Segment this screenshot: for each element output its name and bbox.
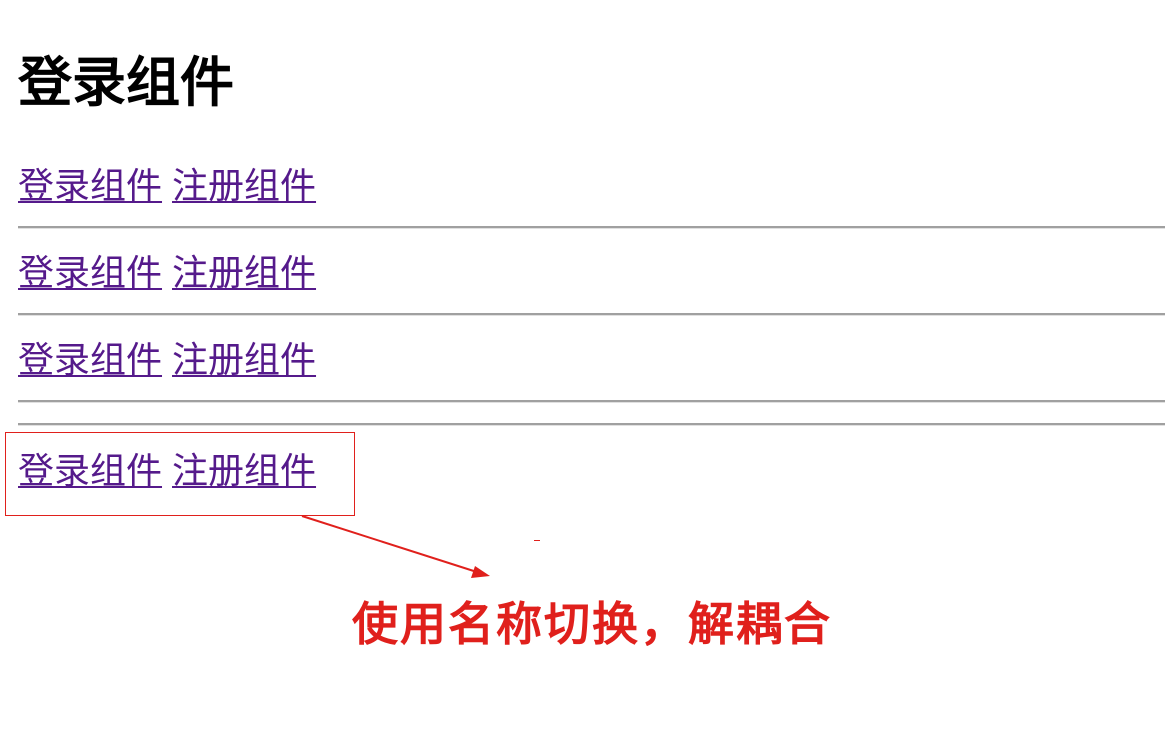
register-component-link[interactable]: 注册组件 [172,253,317,294]
annotation-arrow-icon [301,515,490,578]
divider [18,226,1165,229]
divider [18,400,1165,403]
nav-row-1: 登录组件注册组件 [18,165,316,209]
page-title: 登录组件 [18,51,234,114]
register-component-link[interactable]: 注册组件 [172,340,317,381]
register-component-link[interactable]: 注册组件 [172,451,317,492]
login-component-link[interactable]: 登录组件 [18,340,163,381]
login-component-link[interactable]: 登录组件 [18,166,163,207]
nav-row-4: 登录组件注册组件 [18,450,316,494]
annotation-mark [534,540,540,541]
register-component-link[interactable]: 注册组件 [172,166,317,207]
login-component-link[interactable]: 登录组件 [18,253,163,294]
divider [18,313,1165,316]
nav-row-3: 登录组件注册组件 [18,339,316,383]
nav-row-2: 登录组件注册组件 [18,252,316,296]
highlight-box [5,432,355,516]
divider [18,423,1165,426]
login-component-link[interactable]: 登录组件 [18,451,163,492]
annotation-text: 使用名称切换，解耦合 [352,597,832,651]
